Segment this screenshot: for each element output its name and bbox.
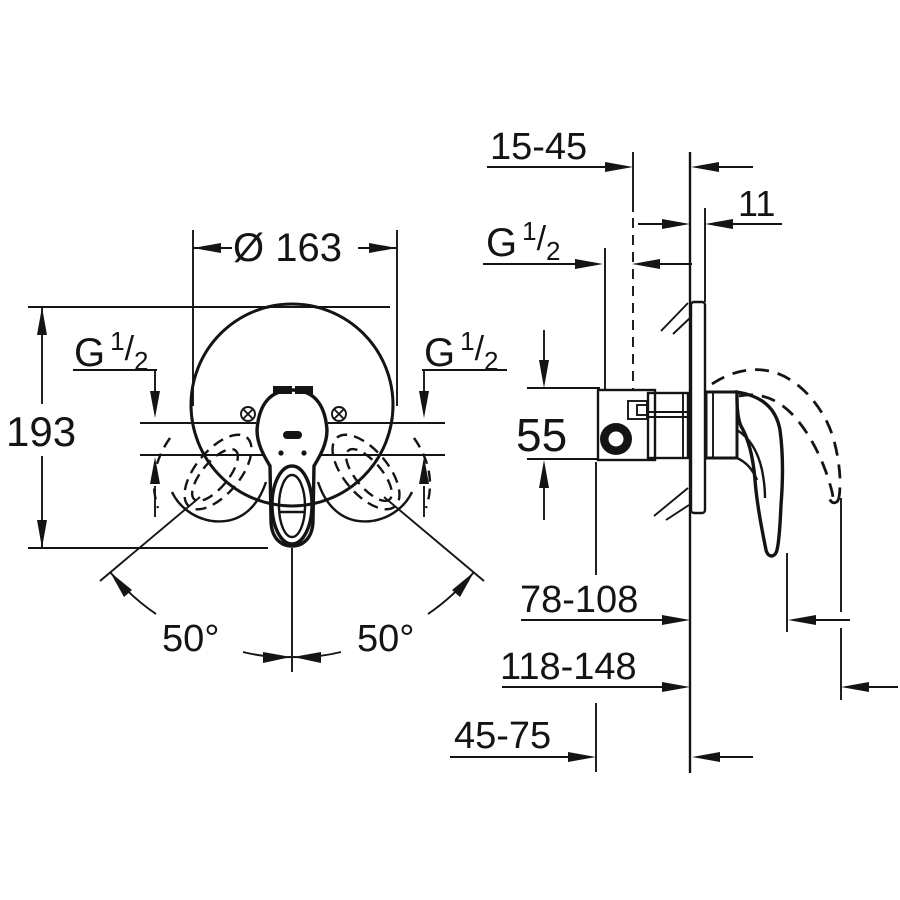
body-height-label: 55	[516, 409, 567, 461]
angle-left-label: 50°	[162, 618, 219, 660]
dimension-lever-projection-open: 118-148	[500, 646, 898, 692]
diameter-label: Ø 163	[233, 226, 342, 270]
lever-projection-open-label: 118-148	[500, 646, 637, 688]
lever-swing-traces	[170, 481, 414, 523]
dimension-overall-height: 193	[6, 306, 390, 549]
lever-position-left-dashed	[152, 433, 253, 511]
dimension-body-height: 55	[516, 330, 600, 520]
lever-position-right-dashed	[331, 433, 432, 511]
dimension-lever-projection: 78-108	[520, 579, 850, 625]
rough-in-depth-label: 15-45	[490, 126, 587, 168]
overall-height-label: 193	[6, 408, 76, 455]
valve-body-side	[596, 388, 690, 462]
body-recess-depth-label: 45-75	[454, 715, 551, 757]
screw-icon	[331, 406, 347, 422]
lever-handle-side-open-dashed	[711, 368, 842, 505]
lever-loop-inner	[277, 473, 307, 539]
lever-projection-label: 78-108	[520, 579, 638, 621]
wall-hatching	[653, 302, 691, 521]
dimension-rough-in-depth: 15-45	[487, 126, 753, 172]
screw-icon	[240, 406, 256, 422]
lever-handle-side	[704, 390, 785, 558]
cap-tab-left	[273, 386, 292, 394]
lever-handle-front	[240, 386, 347, 548]
lever-slot	[283, 431, 302, 439]
escutcheon-plate-front	[189, 302, 395, 508]
dimension-body-recess-depth: 45-75	[450, 715, 753, 762]
plate-thickness-label: 11	[738, 183, 775, 224]
dimension-diameter: Ø 163	[192, 226, 398, 406]
dimension-plate-thickness: 11	[638, 183, 782, 229]
lever-loop-outer	[270, 464, 314, 546]
cap-tab-right	[295, 386, 313, 394]
dimension-swivel-angle: 50° 50°	[99, 496, 485, 672]
angle-right-label: 50°	[357, 618, 414, 660]
escutcheon-plate-side	[689, 300, 707, 515]
